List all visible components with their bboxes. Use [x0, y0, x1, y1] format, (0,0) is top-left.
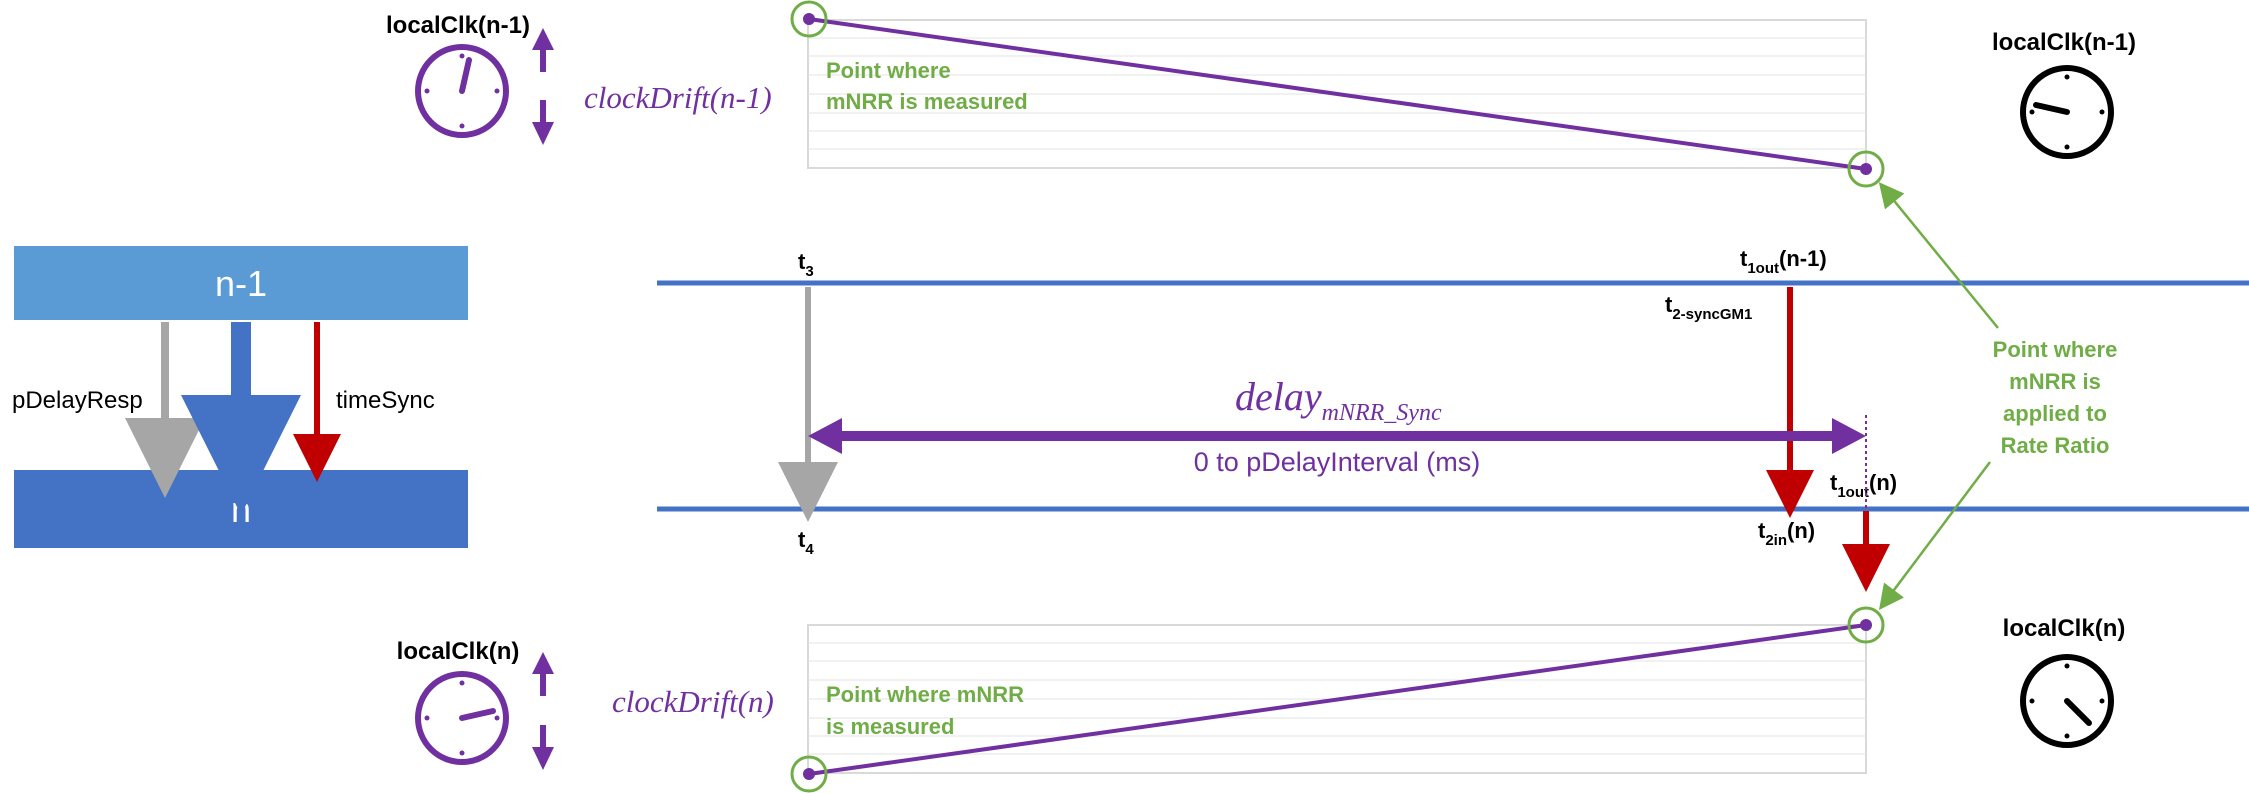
top-clock-area: localClk(n-1) clockDrift(n-1) — [386, 0, 2136, 188]
applied-note-line1: Point where — [1993, 337, 2118, 362]
applied-note-line4: Rate Ratio — [2001, 433, 2110, 458]
top-grid-box — [807, 19, 1867, 169]
bottom-grid-box — [807, 624, 1867, 774]
bottom-clock-area: localClk(n) clockDrift(n) — [397, 606, 2126, 793]
clock-icon — [2020, 654, 2114, 748]
top-apply-point-marker — [1847, 150, 1885, 188]
delay-double-arrow — [808, 418, 1866, 454]
top-measure-point-dot — [803, 13, 815, 25]
applied-note: Point where mNRR is applied to Rate Rati… — [1878, 182, 2118, 610]
up-down-arrow-icon — [532, 652, 554, 770]
delay-range-label: 0 to pDelayInterval (ms) — [1194, 447, 1481, 477]
top-measure-point-marker — [790, 0, 828, 38]
node-n-label: n — [231, 489, 251, 530]
clock-icon — [415, 44, 509, 138]
up-down-arrow-icon — [532, 28, 554, 145]
clockdrift-n-label: clockDrift(n) — [612, 684, 774, 719]
localclk-n-1-right-label: localClk(n-1) — [1992, 29, 2136, 56]
applied-note-line3: applied to — [2003, 401, 2107, 426]
top-measured-note-line2: mNRR is measured — [826, 89, 1028, 114]
bottom-apply-point-dot — [1860, 619, 1872, 631]
t4-label: t4 — [798, 527, 814, 558]
delay-mnrr-sync-label: delaymNRR_Sync — [1235, 374, 1442, 426]
bottom-measured-note-line2: is measured — [826, 714, 954, 739]
top-measured-note-line1: Point where — [826, 58, 951, 83]
top-drift-line — [808, 17, 1867, 171]
applied-note-line2: mNRR is — [2009, 369, 2101, 394]
timeline-area: t3 t4 t1out(n-1) t2-syncGM1 t1out(n) t2i… — [657, 246, 2249, 592]
t2-syncgm1-label: t2-syncGM1 — [1665, 292, 1752, 323]
t2in-n-label: t2in(n) — [1758, 518, 1815, 549]
bottom-apply-point-marker — [1847, 606, 1885, 644]
node-n-1-box — [14, 246, 468, 320]
applied-pointer-bottom — [1879, 461, 1991, 610]
top-apply-point-dot — [1860, 163, 1872, 175]
t3-label: t3 — [798, 249, 814, 280]
applied-pointer-top — [1878, 182, 1999, 329]
t1out-n-label: t1out(n) — [1830, 470, 1897, 501]
bottom-drift-line — [808, 623, 1867, 776]
localclk-n-1-left-label: localClk(n-1) — [386, 12, 530, 39]
clock-icon — [415, 671, 509, 765]
t1out-n-1-label: t1out(n-1) — [1740, 246, 1827, 277]
localclk-n-left-label: localClk(n) — [397, 638, 520, 665]
localclk-n-right-label: localClk(n) — [2003, 615, 2126, 642]
bottom-measured-note-line1: Point where mNRR — [826, 682, 1024, 707]
timesync-label: timeSync — [336, 387, 435, 414]
clockdrift-n-1-label: clockDrift(n-1) — [584, 80, 772, 115]
bottom-measure-point-marker — [790, 755, 828, 793]
left-panel: n-1 n pDelayResp timeSync — [12, 246, 468, 548]
node-n-1-label: n-1 — [215, 263, 267, 304]
clock-icon — [2020, 65, 2114, 159]
bottom-measure-point-dot — [803, 768, 815, 780]
pdelayresp-label: pDelayResp — [12, 387, 143, 414]
